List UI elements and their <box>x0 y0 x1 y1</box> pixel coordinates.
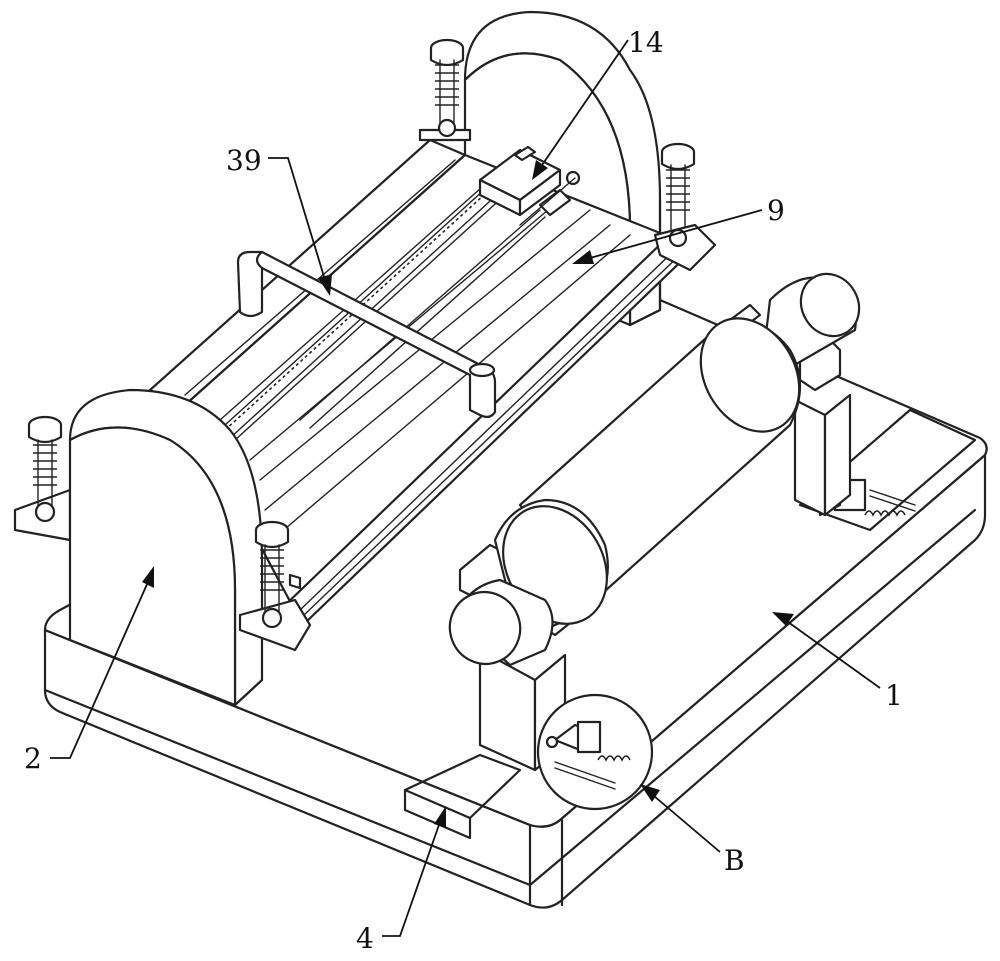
rear-roller-stand <box>728 303 852 517</box>
spring-post-rear-right <box>653 142 717 272</box>
callout-label-14: 14 <box>628 26 664 59</box>
callout-label-2: 2 <box>24 742 42 775</box>
callout-39: 39 <box>226 144 332 296</box>
callout-b: B <box>640 784 745 877</box>
main-roller <box>448 272 861 667</box>
callout-label-39: 39 <box>226 144 262 177</box>
detail-circle-b <box>536 693 654 811</box>
front-arch-housing <box>13 388 312 707</box>
spring-post-front-left <box>27 415 63 523</box>
callout-4: 4 <box>356 806 446 955</box>
base-slot <box>403 753 522 840</box>
callout-2: 2 <box>24 566 154 775</box>
callout-label-9: 9 <box>767 194 785 227</box>
callout-9: 9 <box>572 194 785 264</box>
callout-label-4: 4 <box>356 922 374 955</box>
callout-label-1: 1 <box>885 679 903 712</box>
roller-frame <box>148 138 697 625</box>
callout-label-b: B <box>724 844 745 877</box>
callout-14: 14 <box>532 26 664 180</box>
spring-post-rear-left <box>418 38 472 142</box>
callout-1: 1 <box>772 612 903 712</box>
spring-post-front-right <box>254 520 302 629</box>
handle-bar <box>236 250 497 419</box>
